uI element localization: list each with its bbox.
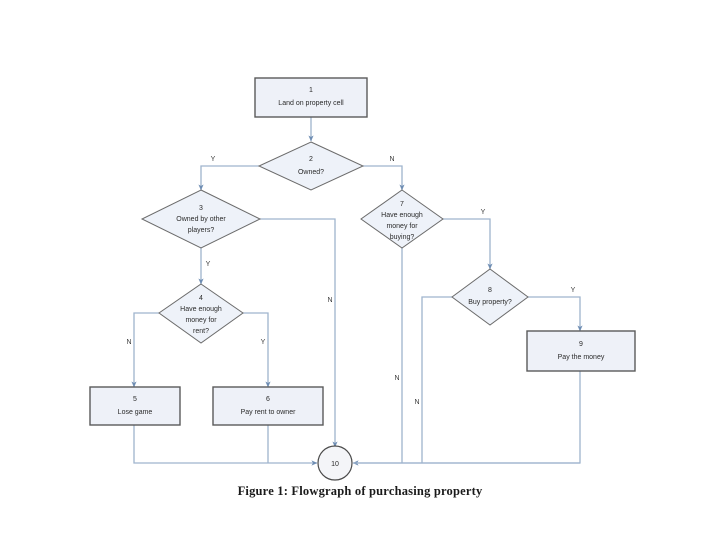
node-7-have-enough-money-for-buying[interactable]: 7 Have enough money for buying?: [360, 189, 444, 249]
node-7-label-line1: Have enough: [381, 212, 423, 219]
node-9-id: 9: [579, 341, 583, 348]
node-4-id: 4: [199, 295, 203, 302]
figure-caption: Figure 1: Flowgraph of purchasing proper…: [237, 484, 483, 498]
node-6-id: 6: [266, 396, 270, 403]
edge-label-7-yes: Y: [481, 209, 486, 216]
node-3-label-line1: Owned by other: [176, 216, 226, 223]
edge-label-2-no: N: [389, 156, 394, 163]
node-1-land-on-property-cell[interactable]: 1 Land on property cell: [254, 77, 368, 118]
edge-3-to-10: [260, 218, 338, 448]
edge-5-to-10: [133, 425, 318, 466]
node-4-label-line2: money for: [185, 317, 217, 324]
node-7-label-line2: money for: [386, 223, 418, 230]
node-4-label-line3: rent?: [193, 328, 209, 335]
node-9-pay-the-money[interactable]: 9 Pay the money: [526, 330, 636, 372]
node-3-id: 3: [199, 205, 203, 212]
node-8-label: Buy property?: [468, 299, 512, 306]
node-1-id: 1: [309, 87, 313, 94]
edge-label-2-yes: Y: [211, 156, 216, 163]
edge-label-4-yes: Y: [261, 339, 266, 346]
node-5-id: 5: [133, 396, 137, 403]
node-10-id: 10: [331, 461, 339, 468]
node-2-id: 2: [309, 156, 313, 163]
edge-2-to-7: [363, 165, 405, 191]
node-9-label: Pay the money: [558, 354, 605, 361]
edge-label-8-no: N: [414, 399, 419, 406]
edge-label-3-no: N: [327, 297, 332, 304]
node-4-have-enough-money-for-rent[interactable]: 4 Have enough money for rent?: [158, 283, 244, 344]
edge-7-to-8: [443, 218, 493, 270]
node-6-label: Pay rent to owner: [241, 409, 297, 416]
edge-8-to-9: [528, 296, 583, 332]
node-2-owned[interactable]: 2 Owned?: [257, 141, 365, 191]
edge-9-to-10: [352, 371, 581, 466]
node-3-label-line2: players?: [188, 227, 215, 234]
node-5-lose-game[interactable]: 5 Lose game: [89, 386, 181, 426]
edge-2-to-3: [198, 165, 259, 191]
edge-label-8-yes: Y: [571, 287, 576, 294]
edge-8-to-10: [421, 296, 452, 463]
edge-4-to-5: [131, 312, 159, 388]
edge-4-to-6: [243, 312, 271, 388]
edge-label-3-yes: Y: [206, 261, 211, 268]
node-3-owned-by-other-players[interactable]: 3 Owned by other players?: [140, 189, 262, 249]
edge-label-7-no: N: [394, 375, 399, 382]
node-7-label-line3: buying?: [390, 234, 415, 241]
node-6-pay-rent-to-owner[interactable]: 6 Pay rent to owner: [212, 386, 324, 426]
node-4-label-line1: Have enough: [180, 306, 222, 313]
node-5-label: Lose game: [118, 409, 153, 416]
node-7-id: 7: [400, 201, 404, 208]
node-8-id: 8: [488, 287, 492, 294]
node-10-connector[interactable]: 10: [317, 445, 353, 481]
node-1-label: Land on property cell: [278, 100, 344, 107]
node-2-label: Owned?: [298, 169, 324, 176]
node-8-buy-property[interactable]: 8 Buy property?: [451, 268, 529, 326]
edge-label-4-no: N: [126, 339, 131, 346]
